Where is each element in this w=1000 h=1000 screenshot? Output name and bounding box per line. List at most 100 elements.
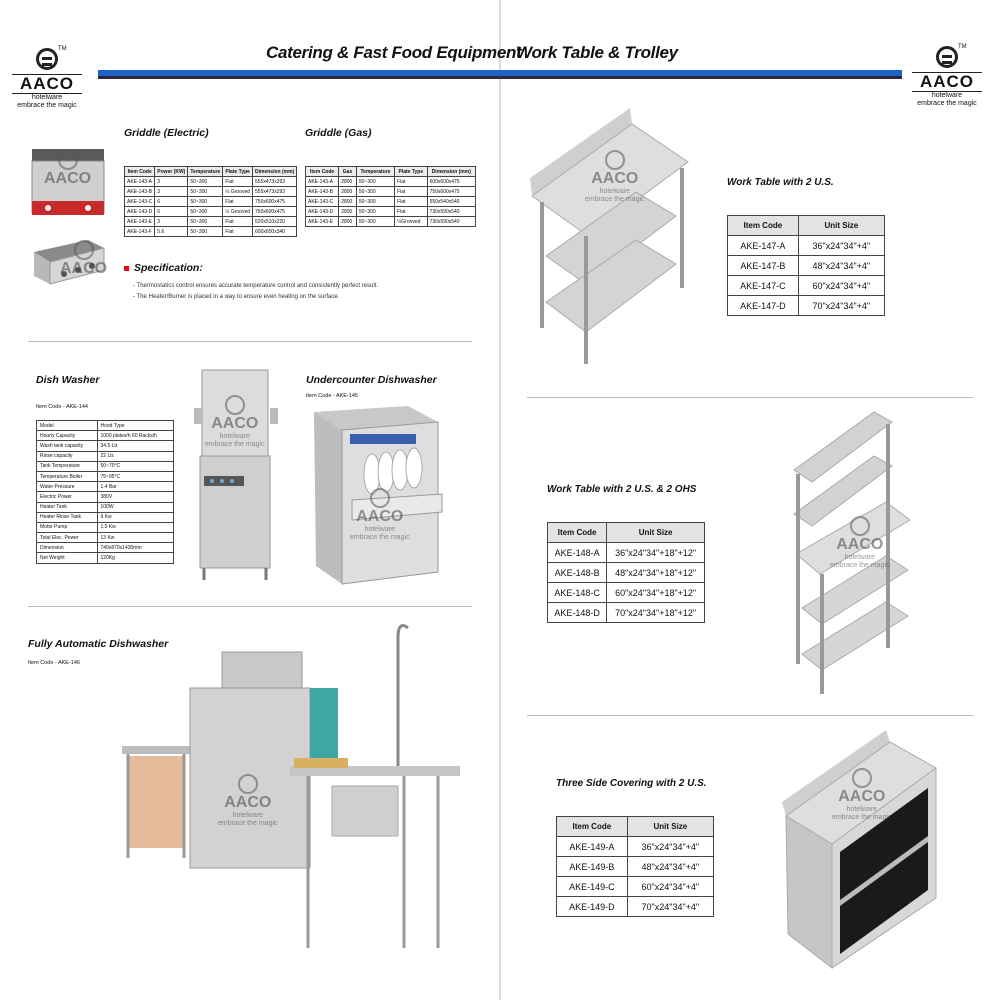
- header-left-title: Catering & Fast Food Equipment: [266, 43, 522, 62]
- table-cell: AKE-149-A: [556, 836, 628, 857]
- work-table-ohs-photo: [793, 411, 911, 694]
- table-cell: 750x600x475: [252, 206, 298, 217]
- table-cell: AKE-148-C: [546, 582, 608, 603]
- table-cell: Total Elec. Power: [36, 532, 98, 544]
- table-cell: Heater Rinse Tank: [36, 511, 98, 523]
- table-cell: 50~300: [187, 206, 224, 217]
- undercounter-item-code: Item Code - AKE-145: [306, 393, 358, 399]
- watermark: AACO: [60, 240, 107, 278]
- logo-brand: AACO: [912, 72, 982, 92]
- table-cell: 60"x24"34"+18"+12": [606, 582, 705, 603]
- griddle-electric-title: Griddle (Electric): [124, 127, 209, 139]
- table-cell: 2800: [338, 206, 357, 217]
- table-cell: 22 Ltr.: [96, 450, 174, 462]
- table-cell: 2800: [338, 196, 357, 207]
- auto-dishwasher-photo: [122, 624, 460, 948]
- table-cell: 36"x24"34"+4": [797, 235, 886, 256]
- specification-bullet-icon: [124, 266, 129, 271]
- table-cell: Flat: [394, 196, 428, 207]
- watermark: AACO hotelware embrace the magic: [832, 768, 892, 822]
- aaco-logo-icon: [936, 46, 958, 68]
- table-header-cell: Item Code: [304, 166, 340, 177]
- table-cell: AKE-147-D: [727, 295, 799, 316]
- table-cell: AKE-143-E: [304, 216, 340, 227]
- table-cell: 36"x24"34"+4": [626, 836, 715, 857]
- table-header-cell: Dimension (mm): [252, 166, 298, 177]
- table-cell: 48"x24"34"+18"+12": [606, 562, 705, 583]
- watermark-brand: AACO: [836, 536, 884, 553]
- table-cell: 555x473x293: [252, 176, 298, 187]
- table-header-cell: Item Code: [123, 166, 156, 177]
- table-cell: AKE-143-C: [304, 196, 340, 207]
- griddle-gas-table: Item Code Gas Temperature Plate Type Dim…: [304, 166, 477, 227]
- table-header-cell: Gas: [338, 166, 357, 177]
- table-cell: 100W: [96, 501, 174, 513]
- logo-tag1: hotelware: [931, 92, 963, 99]
- table-cell: 50~300: [355, 196, 396, 207]
- table-cell: 50~70°C: [96, 460, 174, 472]
- table-cell: 6: [154, 206, 189, 217]
- table-header-cell: Plate Type: [394, 166, 428, 177]
- table-cell: Dimension: [36, 542, 98, 554]
- logo-brand: AACO: [12, 74, 82, 94]
- table-cell: 380V: [96, 491, 174, 503]
- table-cell: AKE-143-D: [123, 206, 156, 217]
- table-cell: 50~300: [355, 206, 396, 217]
- watermark-tag1: hotelware: [364, 526, 395, 533]
- table-cell: AKE-148-D: [546, 602, 608, 623]
- table-cell: 740x870x1430mm: [96, 542, 174, 554]
- header-dark-bar: [98, 76, 902, 79]
- table-cell: 60"x24"34"+4": [626, 876, 715, 897]
- table-cell: Tank Temperature: [36, 460, 98, 472]
- watermark: AACO hotelware embrace the magic: [585, 150, 645, 204]
- table-cell: 48"x24"34"+4": [626, 856, 715, 877]
- undercounter-title: Undercounter Dishwasher: [306, 374, 437, 386]
- table-cell: 50~300: [187, 196, 224, 207]
- logo-left: TM AACO hotelware embrace the magic: [12, 46, 82, 110]
- table-cell: 50~300: [187, 186, 224, 197]
- table-cell: 34.5 Ltr.: [96, 440, 174, 452]
- watermark-brand: AACO: [224, 794, 272, 811]
- aaco-logo-icon: [73, 240, 94, 260]
- header-right-title: Work Table & Trolley: [516, 43, 678, 62]
- table-header-cell: Unit Size: [797, 215, 886, 236]
- table-cell: 3: [154, 186, 189, 197]
- table-cell: 6: [154, 196, 189, 207]
- table-cell: AKE-148-A: [546, 542, 608, 563]
- watermark-tag2: embrace the magic: [832, 814, 892, 821]
- table-cell: 730x590x540: [426, 216, 477, 227]
- table-cell: 50~300: [355, 216, 396, 227]
- table-cell: Flat: [222, 196, 254, 207]
- table-header-cell: Plate Type: [222, 166, 254, 177]
- aaco-logo-icon: [851, 768, 872, 788]
- watermark-brand: AACO: [44, 170, 92, 187]
- table-header-cell: Dimension (mm): [426, 166, 477, 177]
- table-cell: 3: [154, 176, 189, 187]
- table-cell: 36"x24"34"+18"+12": [606, 542, 705, 563]
- table-cell: AKE-143-A: [304, 176, 340, 187]
- specification-point: - The Heater/Burner is placed in a way t…: [133, 294, 340, 300]
- table-cell: AKE-147-B: [727, 255, 799, 276]
- table-cell: 750x600x475: [252, 196, 298, 207]
- three-side-covering-photo: [782, 730, 937, 970]
- section-divider: [28, 606, 472, 607]
- table-cell: 70"x24"34"+18"+12": [606, 602, 705, 623]
- table-header-cell: Temperature: [187, 166, 224, 177]
- table-cell: AKE-143-A: [123, 176, 156, 187]
- page-spine: [499, 0, 501, 1000]
